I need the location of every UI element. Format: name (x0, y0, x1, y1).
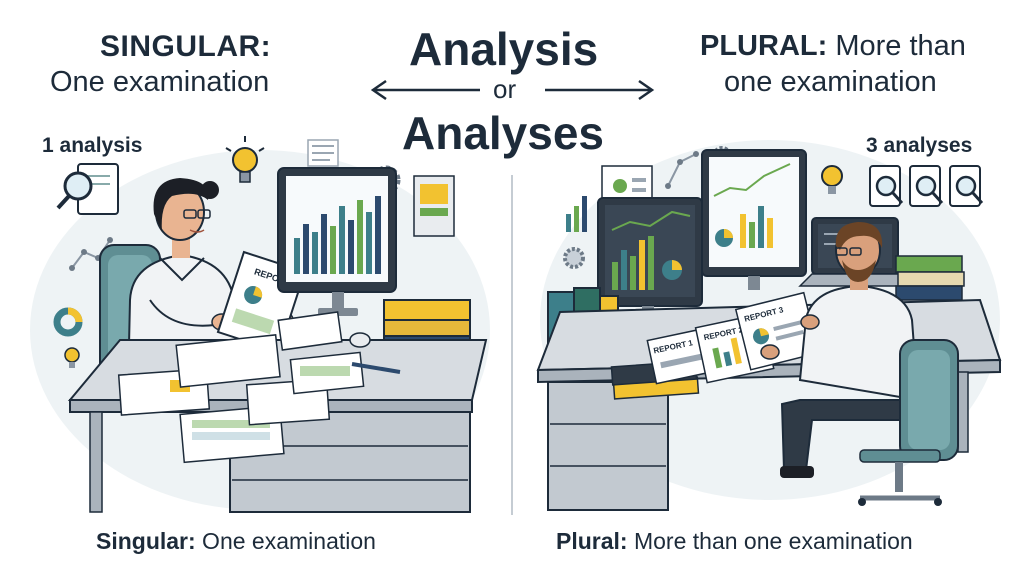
plural-footer-rest: More than one examination (627, 528, 913, 554)
left-arrow-icon (370, 79, 480, 101)
network-icon (665, 151, 699, 189)
singular-heading: SINGULAR: (100, 30, 272, 63)
plural-heading: PLURAL: More than (700, 30, 966, 63)
singular-subheading: One examination (50, 66, 270, 98)
plural-footer-bold: Plural: (556, 528, 628, 554)
right-monitor-2 (701, 149, 807, 290)
right-chair (858, 339, 959, 506)
small-lightbulb-icon (64, 347, 80, 368)
magnifier-document-icon-2 (909, 165, 944, 207)
left-monitor-bar-chart (294, 196, 381, 274)
singular-footer: Singular: One examination (96, 528, 376, 555)
donut-chart-icon (53, 307, 83, 337)
plural-heading-bold: PLURAL: (700, 30, 828, 62)
plural-footer: Plural: More than one examination (556, 528, 913, 555)
plural-count: 3 analyses (866, 134, 973, 157)
singular-footer-bold: Singular: (96, 528, 196, 554)
title-analyses: Analyses (402, 107, 605, 159)
small-bar-icon (566, 196, 587, 232)
plural-subheading: one examination (724, 66, 937, 98)
right-arrow-icon (545, 79, 655, 101)
singular-count: 1 analysis (42, 134, 143, 157)
title-or: or (493, 74, 517, 104)
singular-footer-rest: One examination (195, 528, 376, 554)
title-analysis: Analysis (409, 23, 599, 75)
left-desk-papers (117, 311, 401, 464)
magnifier-document-icon-3 (949, 165, 984, 207)
lightbulb-icon-right (821, 165, 843, 194)
magnifier-document-icon-1 (869, 165, 904, 207)
list-icon (307, 139, 339, 167)
lightbulb-icon (225, 136, 265, 183)
plural-heading-rest: More than (827, 30, 966, 62)
magnifier-document-icon (56, 163, 119, 215)
man-analyst (760, 222, 920, 478)
right-book-stack (895, 255, 965, 301)
